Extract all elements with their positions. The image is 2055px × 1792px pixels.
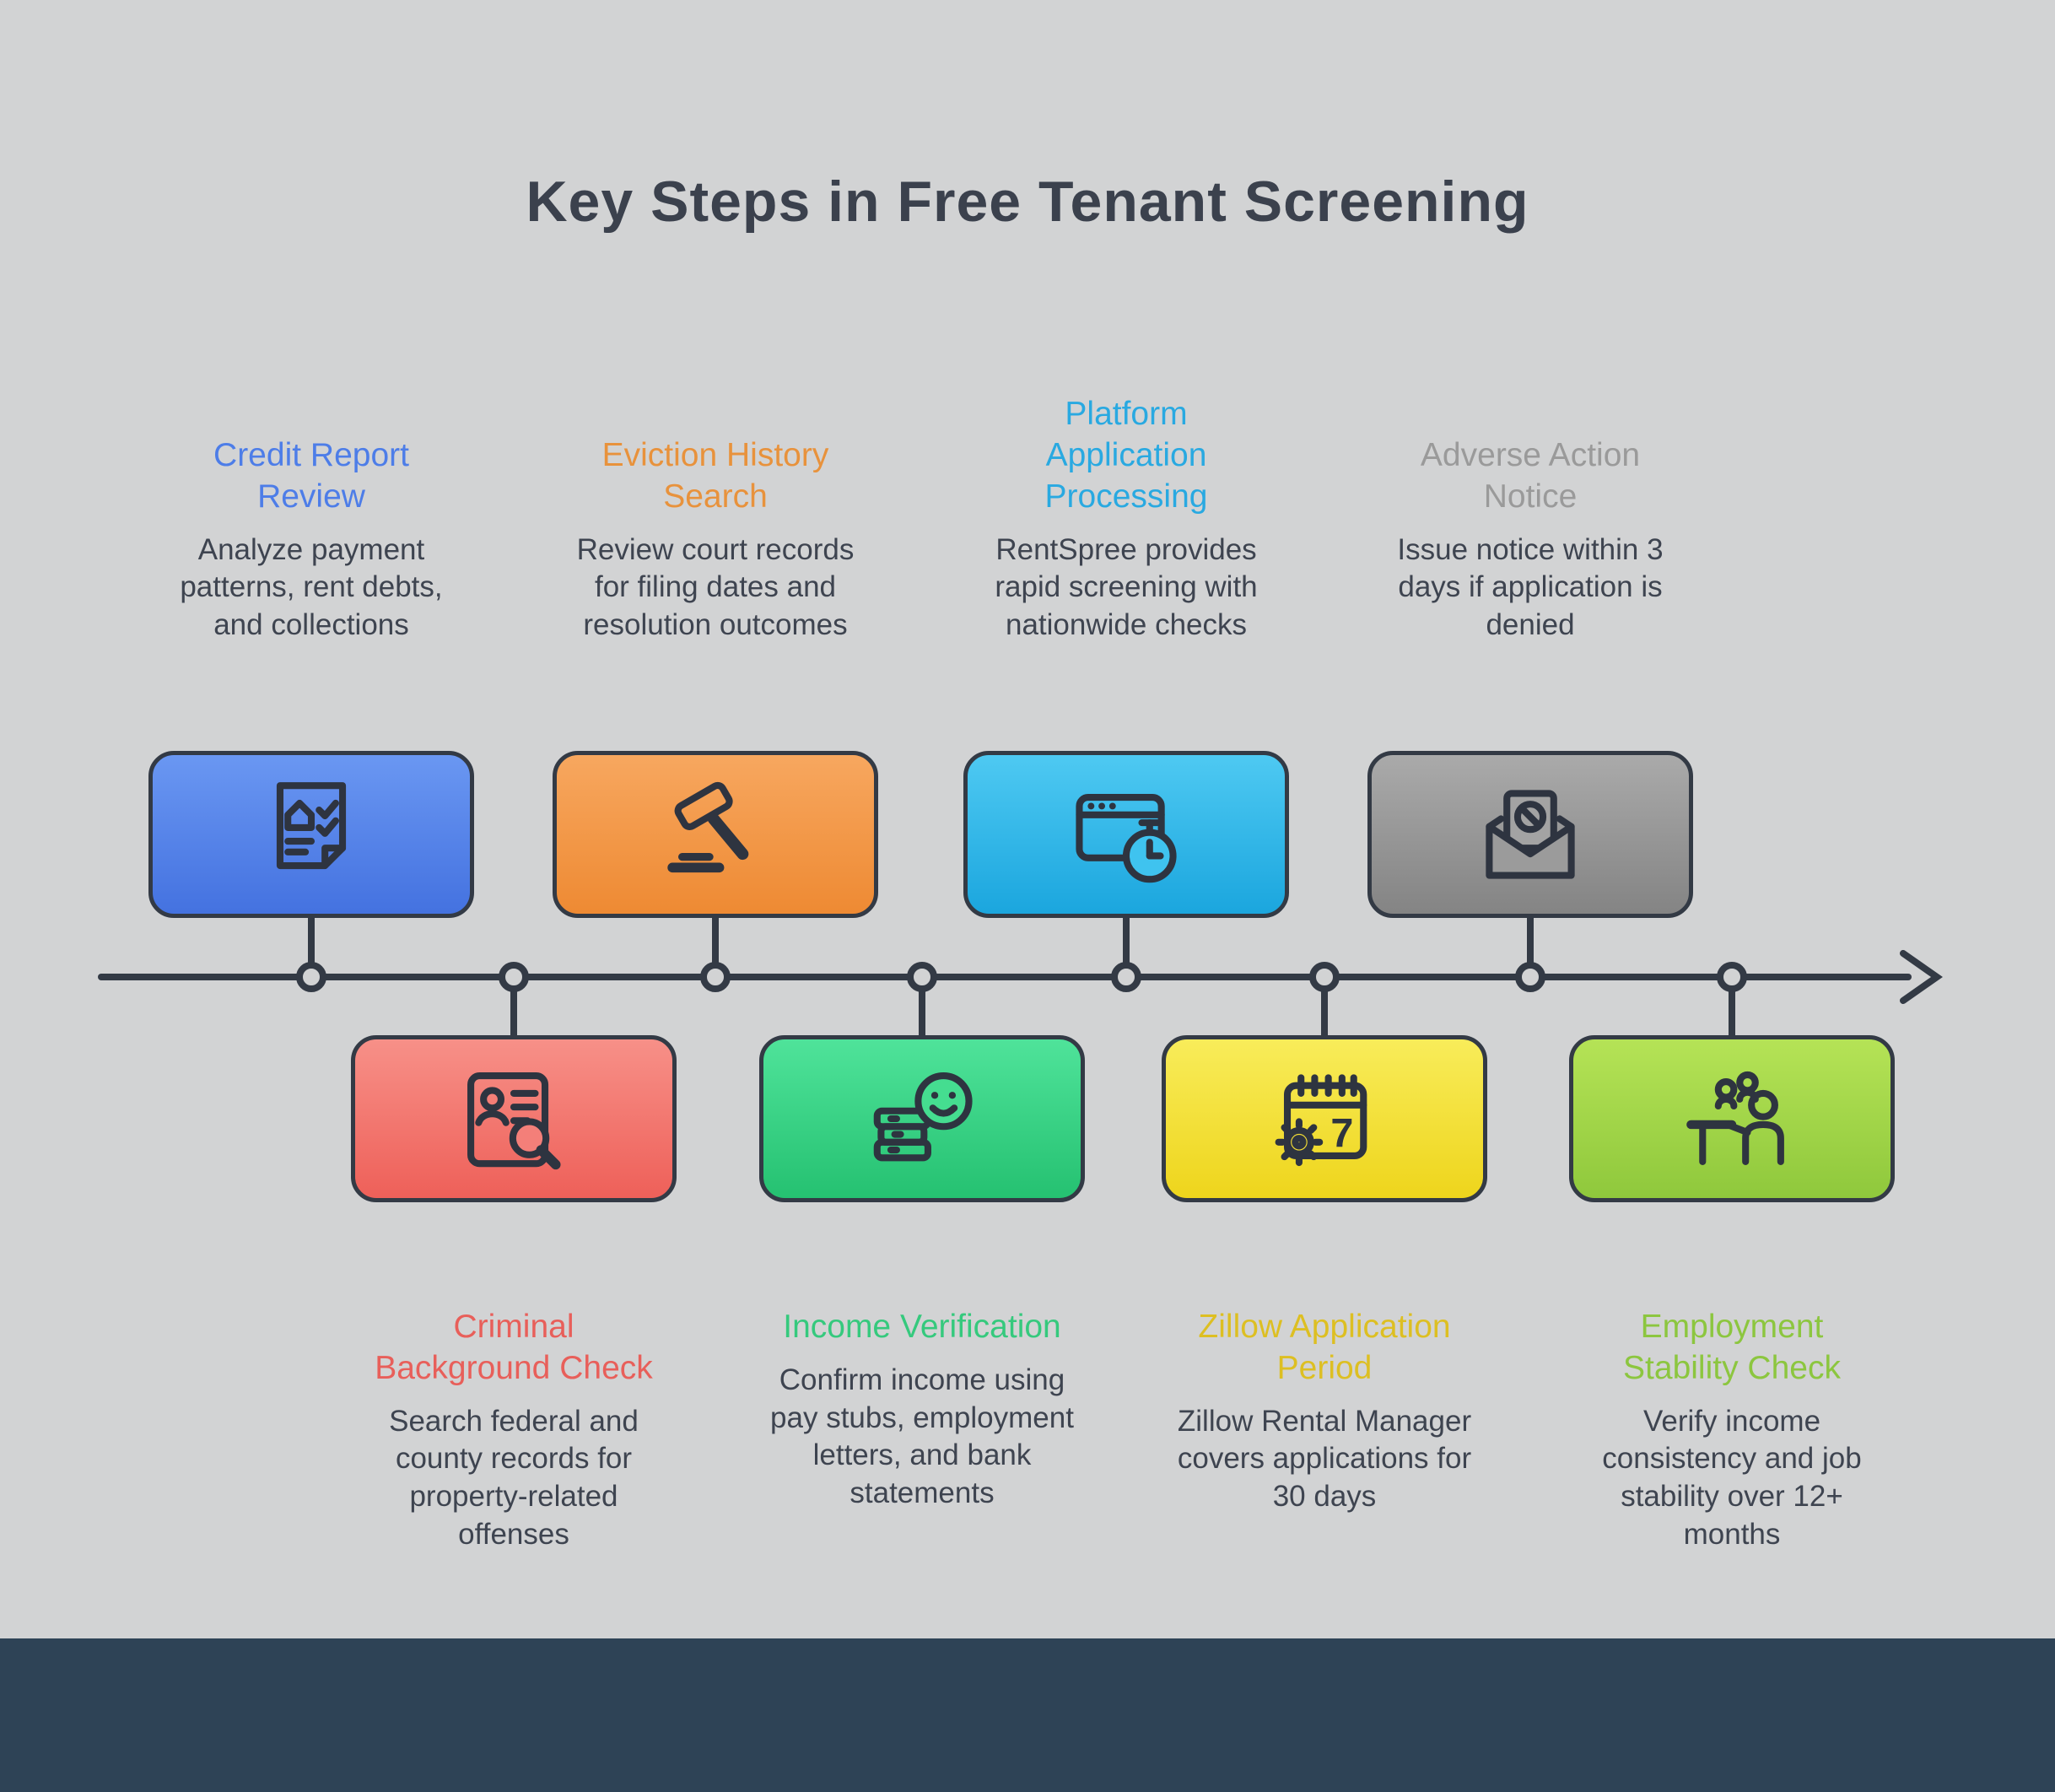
step-text-block: Platform Application Processing RentSpre… [966, 394, 1286, 645]
employment-stability-card [1569, 1035, 1895, 1202]
zillow-period-card: 7 [1162, 1035, 1487, 1202]
timeline-node [700, 962, 731, 992]
step-zillow-application-period: 7 Zillow Application Period Zillow Renta… [1156, 1035, 1493, 1516]
timeline-node [1111, 962, 1141, 992]
house-document-check-icon [276, 782, 347, 870]
step-text-block: Credit Report Review Analyze payment pat… [151, 435, 472, 645]
step-title: Income Verification [783, 1309, 1061, 1345]
step-description: Issue notice within 3 days if applicatio… [1397, 532, 1664, 642]
step-title: Eviction History Search [601, 437, 829, 515]
platform-processing-card [963, 751, 1289, 918]
step-text-block: Criminal Background Check Search federal… [353, 1307, 674, 1554]
id-card-search-icon [467, 1072, 561, 1170]
step-text-block: Income Verification Confirm income using… [762, 1307, 1082, 1513]
gavel-icon [667, 781, 749, 873]
timeline-node [1717, 962, 1747, 992]
calendar-gear-icon: 7 [1275, 1074, 1367, 1167]
step-title: Credit Report Review [213, 437, 409, 515]
step-credit-report-review: Credit Report Review Analyze payment pat… [143, 435, 480, 918]
adverse-action-card [1367, 751, 1693, 918]
criminal-background-card [351, 1035, 677, 1202]
step-title: Employment Stability Check [1623, 1309, 1841, 1386]
timeline-node [1309, 962, 1340, 992]
step-eviction-history-search: Eviction History Search Review court rec… [547, 435, 884, 918]
eviction-history-card [553, 751, 878, 918]
step-description: RentSpree provides rapid screening with … [995, 532, 1258, 642]
money-smiley-icon [873, 1072, 973, 1162]
step-title: Adverse Action Notice [1420, 437, 1641, 515]
step-income-verification: Income Verification Confirm income using… [753, 1035, 1091, 1513]
step-text-block: Zillow Application Period Zillow Rental … [1164, 1307, 1485, 1516]
step-platform-application-processing: Platform Application Processing RentSpre… [957, 394, 1295, 918]
step-description: Review court records for filing dates an… [576, 532, 855, 642]
step-text-block: Eviction History Search Review court rec… [555, 435, 876, 645]
employment-person-icon [1686, 1071, 1784, 1165]
footer-bar [0, 1638, 2055, 1792]
step-description: Analyze payment patterns, rent debts, an… [180, 532, 443, 642]
step-adverse-action-notice: Adverse Action Notice Issue notice withi… [1362, 435, 1699, 918]
step-title: Criminal Background Check [375, 1309, 653, 1386]
step-description: Search federal and county records for pr… [389, 1404, 639, 1551]
income-verification-card [759, 1035, 1085, 1202]
step-description: Verify income consistency and job stabil… [1602, 1404, 1862, 1551]
timeline-node [296, 962, 326, 992]
step-employment-stability-check: Employment Stability Check Verify income… [1563, 1035, 1901, 1554]
step-description: Zillow Rental Manager covers application… [1177, 1404, 1472, 1514]
credit-report-card [148, 751, 474, 918]
step-text-block: Adverse Action Notice Issue notice withi… [1370, 435, 1691, 645]
timeline-node [1515, 962, 1545, 992]
envelope-denied-icon [1486, 790, 1575, 879]
calendar-day-label: 7 [1330, 1111, 1353, 1157]
step-text-block: Employment Stability Check Verify income… [1572, 1307, 1892, 1554]
step-title: Platform Application Processing [1044, 396, 1208, 515]
timeline-node [907, 962, 937, 992]
step-description: Confirm income using pay stubs, employme… [770, 1363, 1074, 1510]
timeline-node [499, 962, 529, 992]
browser-stopwatch-icon [1076, 793, 1177, 883]
infographic-title: Key Steps in Free Tenant Screening [526, 170, 1529, 234]
step-criminal-background-check: Criminal Background Check Search federal… [345, 1035, 682, 1554]
step-title: Zillow Application Period [1198, 1309, 1451, 1386]
timeline-arrowhead-icon [1900, 950, 1943, 1004]
